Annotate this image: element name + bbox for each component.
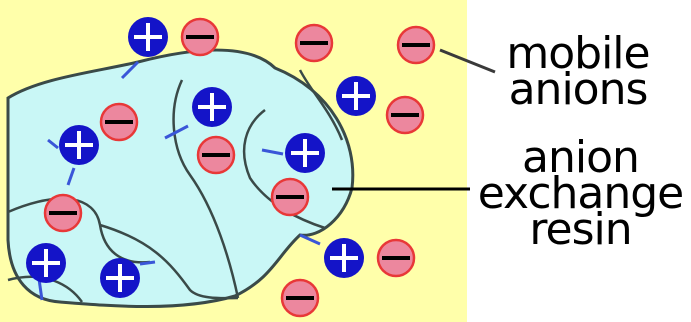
minus-circle-icon: [182, 19, 218, 55]
plus-circle-icon: [26, 243, 66, 283]
minus-circle-icon: [282, 280, 318, 316]
minus-circle-icon: [198, 137, 234, 173]
minus-circle-icon: [101, 104, 137, 140]
plus-circle-icon: [285, 133, 325, 173]
minus-circle-icon: [296, 25, 332, 61]
plus-circle-icon: [336, 76, 376, 116]
plus-circle-icon: [59, 125, 99, 165]
minus-circle-icon: [387, 97, 423, 133]
minus-circle-icon: [378, 240, 414, 276]
plus-circle-icon: [128, 17, 168, 57]
mobile-anions-label: mobile anions: [493, 36, 663, 108]
minus-circle-icon: [272, 179, 308, 215]
minus-circle-icon: [398, 27, 434, 63]
minus-circle-icon: [45, 195, 81, 231]
mobile-anions-label-line-2: anions: [493, 72, 663, 108]
plus-circle-icon: [324, 238, 364, 278]
anion-exchange-resin-label: anion exchange resin: [470, 140, 691, 248]
plus-circle-icon: [192, 87, 232, 127]
plus-circle-icon: [100, 258, 140, 298]
